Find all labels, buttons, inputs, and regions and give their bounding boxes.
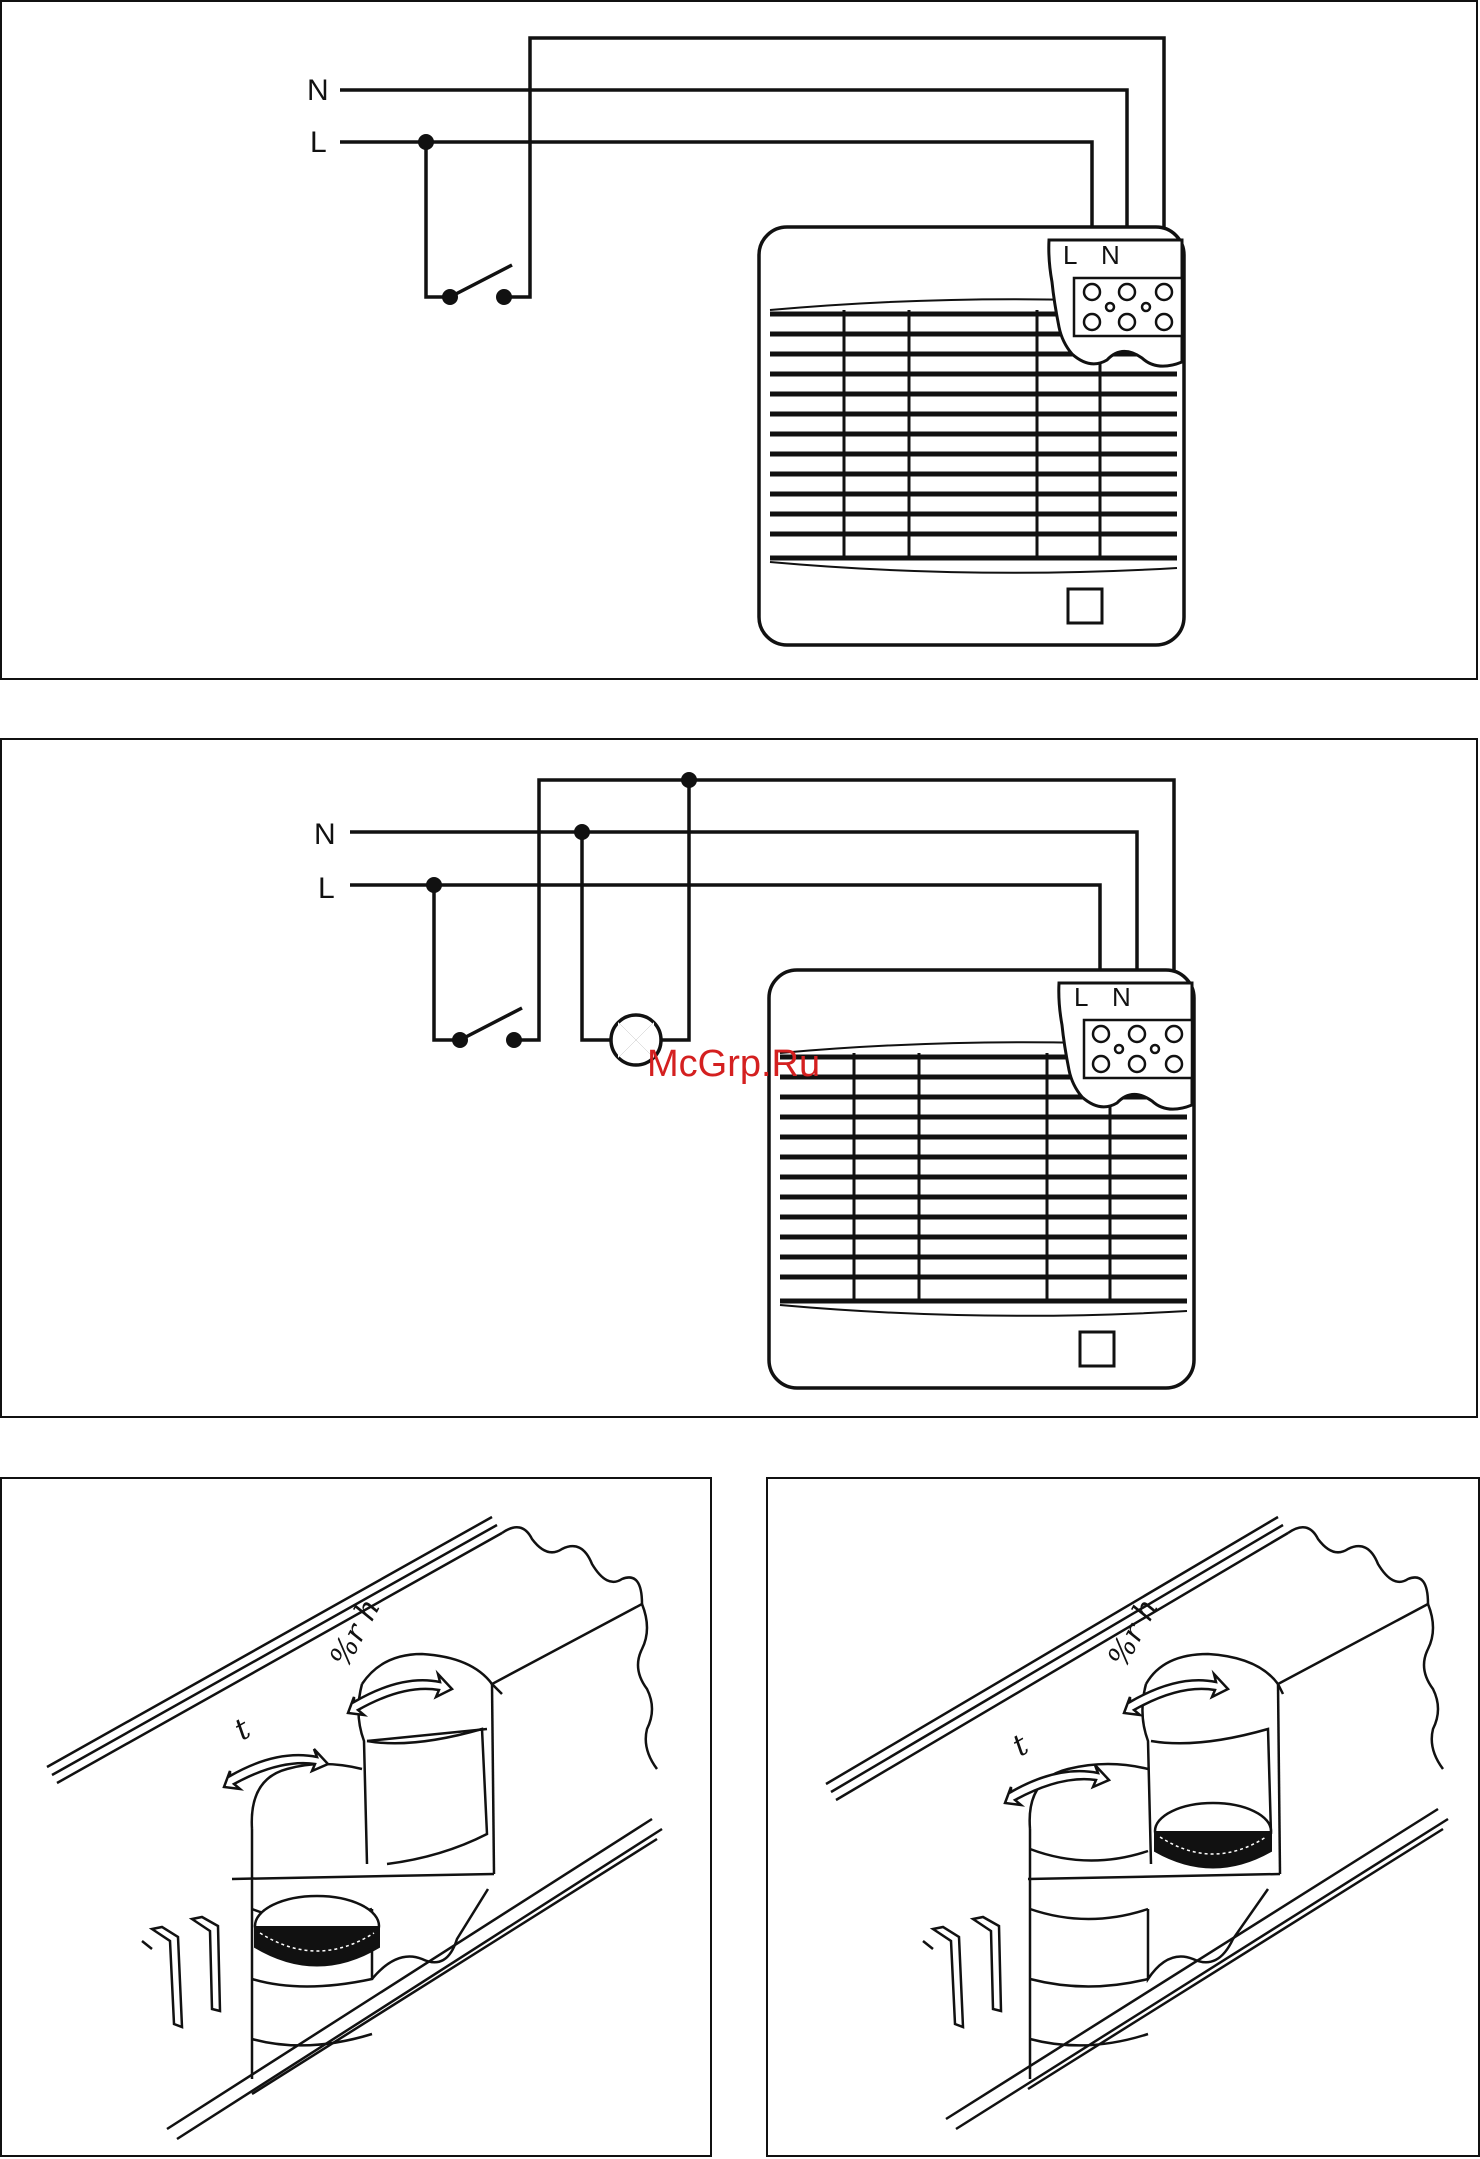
adjust-arrow-icon bbox=[224, 1674, 452, 1789]
switch-contact bbox=[442, 289, 458, 305]
fan-unit: L N bbox=[769, 970, 1194, 1388]
lamp-neutral-wire bbox=[582, 832, 610, 1040]
humidity-dial-label: %r h bbox=[323, 1593, 388, 1673]
terminal-block bbox=[1084, 1020, 1192, 1078]
control-illustration-2: t %r h bbox=[768, 1479, 1480, 2159]
switch-contact bbox=[452, 1032, 468, 1048]
junction-dot bbox=[418, 134, 434, 150]
humidity-dial-label: %r h bbox=[1101, 1593, 1166, 1673]
switch-feed-wire bbox=[434, 885, 460, 1040]
switch-contact bbox=[506, 1032, 522, 1048]
live-wire bbox=[350, 885, 1100, 975]
live-supply-label: L bbox=[318, 872, 335, 905]
control-illustration-1: t %r h bbox=[2, 1479, 714, 2159]
junction-dot bbox=[681, 772, 697, 788]
wiring-diagram-1: N L bbox=[2, 2, 1480, 682]
wiring-diagram-panel-2: N L bbox=[0, 738, 1478, 1418]
mounting-clip bbox=[923, 1917, 1001, 2027]
terminal-block bbox=[1074, 278, 1182, 336]
right-dial-knob bbox=[1155, 1803, 1271, 1868]
junction-dot bbox=[426, 877, 442, 893]
adjust-arrow-icon bbox=[1005, 1674, 1228, 1805]
fan-unit: L N bbox=[759, 227, 1184, 645]
left-dial-knob bbox=[255, 1896, 379, 1966]
terminal-label-live: L bbox=[1074, 982, 1088, 1012]
control-illustration-panel-2: t %r h bbox=[766, 1477, 1480, 2157]
watermark: McGrp.Ru bbox=[647, 1043, 820, 1085]
indicator-window bbox=[1080, 1332, 1114, 1366]
wiring-diagram-2: N L bbox=[2, 740, 1480, 1420]
terminal-label-neutral: N bbox=[1112, 982, 1131, 1012]
live-supply-label: L bbox=[310, 126, 327, 159]
lamp-live-wire bbox=[662, 780, 689, 1040]
indicator-window bbox=[1068, 589, 1102, 623]
mounting-clip bbox=[142, 1917, 220, 2027]
control-illustration-panel-1: t %r h bbox=[0, 1477, 712, 2157]
switch-contact bbox=[496, 289, 512, 305]
neutral-supply-label: N bbox=[314, 818, 336, 851]
terminal-label-neutral: N bbox=[1101, 240, 1120, 270]
neutral-supply-label: N bbox=[307, 74, 329, 107]
wiring-diagram-panel-1: N L bbox=[0, 0, 1478, 680]
neutral-wire bbox=[350, 832, 1137, 975]
junction-dot bbox=[574, 824, 590, 840]
temperature-dial-label: t bbox=[1007, 1727, 1036, 1764]
temperature-dial-label: t bbox=[229, 1711, 258, 1748]
terminal-label-live: L bbox=[1063, 240, 1077, 270]
switch-feed-wire bbox=[426, 142, 450, 297]
